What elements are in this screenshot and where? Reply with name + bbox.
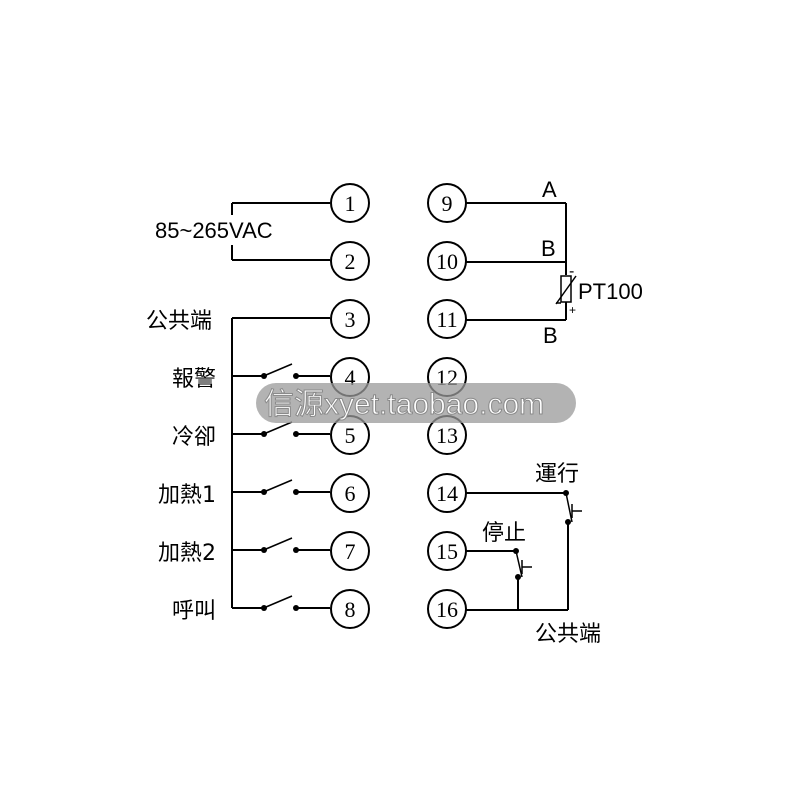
terminal-6: 6 <box>330 473 370 513</box>
terminal-number: 6 <box>345 481 356 506</box>
label-stop: 停止 <box>482 521 526 546</box>
sensor-plus: + <box>569 303 576 317</box>
relay-contact <box>232 421 330 437</box>
terminal-11: 11 <box>427 299 467 339</box>
relay-contact <box>232 479 330 495</box>
terminal-number: 14 <box>436 481 458 506</box>
terminal-circle <box>427 589 467 629</box>
terminal-number: 5 <box>345 423 356 448</box>
sensor-wire-b-bottom: B <box>543 323 558 348</box>
terminal-number: 16 <box>436 597 458 622</box>
terminal-7: 7 <box>330 531 370 571</box>
terminal-circle <box>330 183 370 223</box>
terminal-number: 9 <box>442 191 453 216</box>
terminal-16: 16 <box>427 589 467 629</box>
label-alarm: 報警 <box>172 367 216 392</box>
terminal-number: 1 <box>345 191 356 216</box>
terminal-number: 11 <box>436 307 457 332</box>
terminal-circle <box>427 531 467 571</box>
terminal-2: 2 <box>330 241 370 281</box>
sensor-minus: - <box>569 263 574 280</box>
terminal-circle <box>330 531 370 571</box>
terminal-number: 7 <box>345 539 356 564</box>
relay-contact <box>232 595 330 611</box>
label-run: 運行 <box>535 462 579 487</box>
terminal-number: 10 <box>436 249 458 274</box>
power-label: 85~265VAC <box>155 218 273 243</box>
terminal-1: 1 <box>330 183 370 223</box>
terminal-circle <box>427 473 467 513</box>
label-cooling: 冷卻 <box>172 425 216 450</box>
terminal-number: 3 <box>345 307 356 332</box>
power-wiring <box>231 202 330 261</box>
terminal-8: 8 <box>330 589 370 629</box>
terminal-circle <box>427 299 467 339</box>
terminal-10: 10 <box>427 241 467 281</box>
label-heating2: 加熱2 <box>158 541 216 566</box>
relay-contacts <box>232 363 330 611</box>
svg-text:信源xyet.taobao.com: 信源xyet.taobao.com <box>264 388 544 421</box>
terminal-number: 13 <box>436 423 458 448</box>
terminal-circle <box>330 473 370 513</box>
switch-wiring <box>466 490 582 611</box>
label-common-left: 公共端 <box>146 309 212 334</box>
terminal-number: 2 <box>345 249 356 274</box>
terminal-circle <box>330 589 370 629</box>
terminal-circle <box>427 183 467 223</box>
left-common-bus <box>231 317 330 608</box>
terminal-15: 15 <box>427 531 467 571</box>
terminal-3: 3 <box>330 299 370 339</box>
label-heating1: 加熱1 <box>158 483 216 508</box>
terminal-9: 9 <box>427 183 467 223</box>
sensor-name: PT100 <box>578 279 643 304</box>
terminal-14: 14 <box>427 473 467 513</box>
label-call: 呼叫 <box>172 599 216 624</box>
terminal-number: 8 <box>345 597 356 622</box>
label-common-right: 公共端 <box>535 622 601 647</box>
terminal-circle <box>330 241 370 281</box>
sensor-wire-b-top: B <box>541 236 556 261</box>
terminal-circle <box>330 299 370 339</box>
terminal-13: 13 <box>427 415 467 455</box>
relay-contact <box>232 537 330 553</box>
watermark: 信源xyet.taobao.com <box>256 383 576 423</box>
pt100-resistor-icon <box>560 275 572 303</box>
sensor-wiring <box>466 202 577 321</box>
terminal-circle <box>427 241 467 281</box>
terminal-number: 15 <box>436 539 458 564</box>
terminal-number: 4 <box>345 365 356 390</box>
sensor-wire-a: A <box>542 177 557 202</box>
relay-contact <box>232 363 330 379</box>
